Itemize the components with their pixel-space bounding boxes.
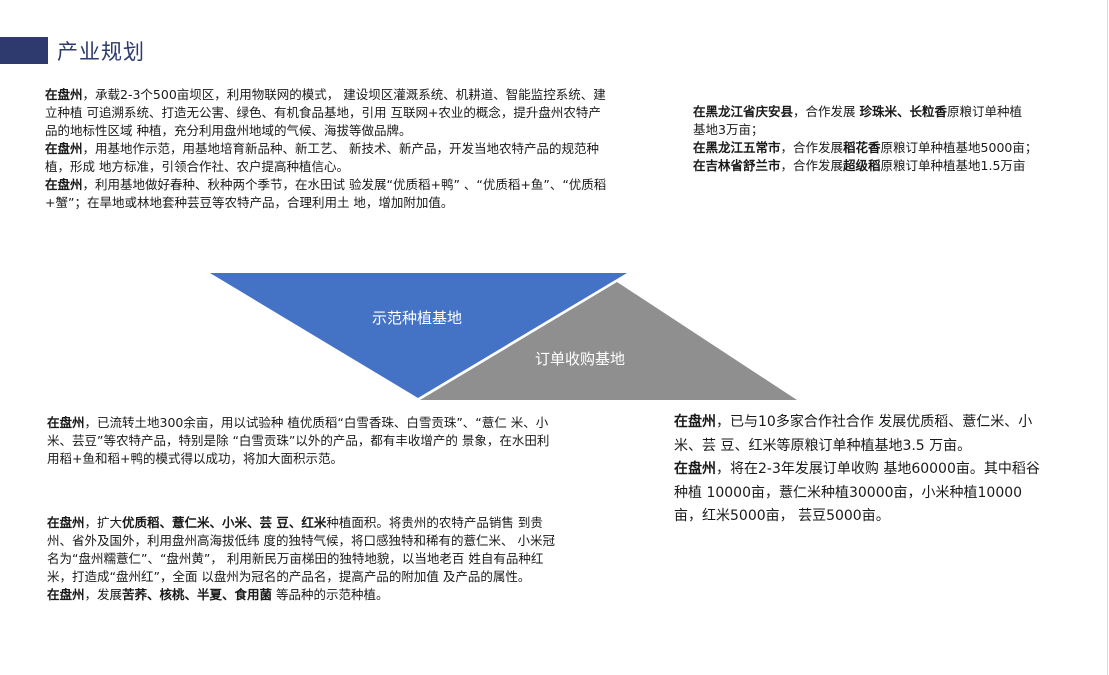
bold-phrase: 在盘州 xyxy=(674,461,716,477)
paragraph: 在盘州，利用基地做好春种、秋种两个季节，在水田试 验发展“优质稻+鸭” 、“优质… xyxy=(45,176,610,212)
title-accent-bar xyxy=(0,37,48,64)
page-title: 产业规划 xyxy=(57,40,145,64)
demo-base-label: 示范种植基地 xyxy=(372,309,462,327)
bold-phrase: 在盘州 xyxy=(47,415,85,430)
paragraph: 在盘州，承载2-3个500亩坝区，利用物联网的模式， 建设坝区灌溉系统、机耕道、… xyxy=(45,86,610,140)
text-run: ，将在2-3年发展订单收购 基地60000亩。其中稻谷种植 10000亩，薏仁米… xyxy=(674,461,1040,524)
text-run: ，发展 xyxy=(84,587,123,602)
text-block-demo-base-plan: 在盘州，承载2-3个500亩坝区，利用物联网的模式， 建设坝区灌溉系统、机耕道、… xyxy=(45,86,610,212)
paragraph: 在盘州，用基地作示范，用基地培育新品种、新工艺、 新技术、新产品，开发当地农特产… xyxy=(45,140,610,176)
text-run: 等品种的示范种植。 xyxy=(272,587,389,602)
bold-phrase: 在盘州 xyxy=(47,587,85,602)
text-block-order-bases: 在盘州，已与10多家合作社合作 发展优质稻、薏仁米、小米、芸 豆、红米等原粮订单… xyxy=(674,411,1044,529)
bold-phrase: 珍珠米、长粒香 xyxy=(859,104,948,119)
paragraph: 在盘州，发展苦荞、核桃、半夏、食用菌 等品种的示范种植。 xyxy=(47,586,557,604)
bold-phrase: 苦荞、核桃、半夏、食用菌 xyxy=(122,587,273,602)
bold-phrase: 超级稻 xyxy=(843,158,881,173)
bold-phrase: 在盘州 xyxy=(45,87,83,102)
text-run: ，承载2-3个500亩坝区，利用物联网的模式， 建设坝区灌溉系统、机耕道、智能监… xyxy=(45,87,606,138)
bold-phrase: 在黑龙江五常市 xyxy=(693,140,781,155)
text-block-partner-bases: 在黑龙江省庆安县，合作发展 珍珠米、长粒香原粮订单种植 基地3万亩；在黑龙江五常… xyxy=(693,103,1038,175)
text-run: ，已流转土地300余亩，用以试验种 植优质稻“白雪香珠、白雪贡珠”、“薏仁 米、… xyxy=(47,415,550,466)
bold-phrase: 在黑龙江省庆安县 xyxy=(693,104,794,119)
order-base-triangle xyxy=(420,282,797,400)
bold-phrase: 在盘州 xyxy=(674,414,716,430)
text-run: ，合作发展 xyxy=(780,158,844,173)
text-run: 原粮订单种植基地1.5万亩 xyxy=(880,158,1026,173)
text-run: ，用基地作示范，用基地培育新品种、新工艺、 新技术、新产品，开发当地农特产品的规… xyxy=(45,141,599,174)
bold-phrase: 在盘州 xyxy=(47,515,85,530)
paragraph: 在盘州，已流转土地300余亩，用以试验种 植优质稻“白雪香珠、白雪贡珠”、“薏仁… xyxy=(47,414,561,468)
paragraph: 在黑龙江五常市，合作发展稻花香原粮订单种植基地5000亩； 在吉林省舒兰市，合作… xyxy=(693,139,1038,175)
order-base-label: 订单收购基地 xyxy=(535,350,625,368)
bold-phrase: 在盘州 xyxy=(45,141,83,156)
text-run: ，合作发展 xyxy=(793,104,860,119)
paragraph: 在盘州，将在2-3年发展订单收购 基地60000亩。其中稻谷种植 10000亩，… xyxy=(674,458,1044,529)
paragraph: 在黑龙江省庆安县，合作发展 珍珠米、长粒香原粮订单种植 基地3万亩； xyxy=(693,103,1038,139)
text-block-expansion-plan: 在盘州，扩大优质稻、薏仁米、小米、芸 豆、红米种植面积。将贵州的农特产品销售 到… xyxy=(47,514,557,604)
bold-phrase: 稻花香 xyxy=(843,140,881,155)
text-run: 原粮订单种植 基地3万亩； xyxy=(693,104,1023,137)
text-block-trial-fields: 在盘州，已流转土地300余亩，用以试验种 植优质稻“白雪香珠、白雪贡珠”、“薏仁… xyxy=(47,414,561,468)
demo-base-triangle xyxy=(210,273,627,398)
text-run: ，合作发展 xyxy=(780,140,844,155)
paragraph: 在盘州，已与10多家合作社合作 发展优质稻、薏仁米、小米、芸 豆、红米等原粮订单… xyxy=(674,411,1044,458)
paragraph: 在盘州，扩大优质稻、薏仁米、小米、芸 豆、红米种植面积。将贵州的农特产品销售 到… xyxy=(47,514,557,586)
bold-phrase: 在吉林省舒兰市 xyxy=(693,158,781,173)
text-run: ，已与10多家合作社合作 发展优质稻、薏仁米、小米、芸 豆、红米等原粮订单种植基… xyxy=(674,414,1033,454)
right-border-line xyxy=(1107,0,1108,675)
text-run: 种植面积。将贵州的农特产品销售 到贵州、省外及国外，利用盘州高海拔低纬 度的独特… xyxy=(47,515,555,584)
text-run: 原粮订单种植基地5000亩； xyxy=(880,140,1038,155)
bold-phrase: 在盘州 xyxy=(45,177,83,192)
bold-phrase: 优质稻、薏仁米、小米、芸 豆、红米 xyxy=(122,515,327,530)
text-run: ，利用基地做好春种、秋种两个季节，在水田试 验发展“优质稻+鸭” 、“优质稻+鱼… xyxy=(45,177,607,210)
text-run: ，扩大 xyxy=(84,515,123,530)
